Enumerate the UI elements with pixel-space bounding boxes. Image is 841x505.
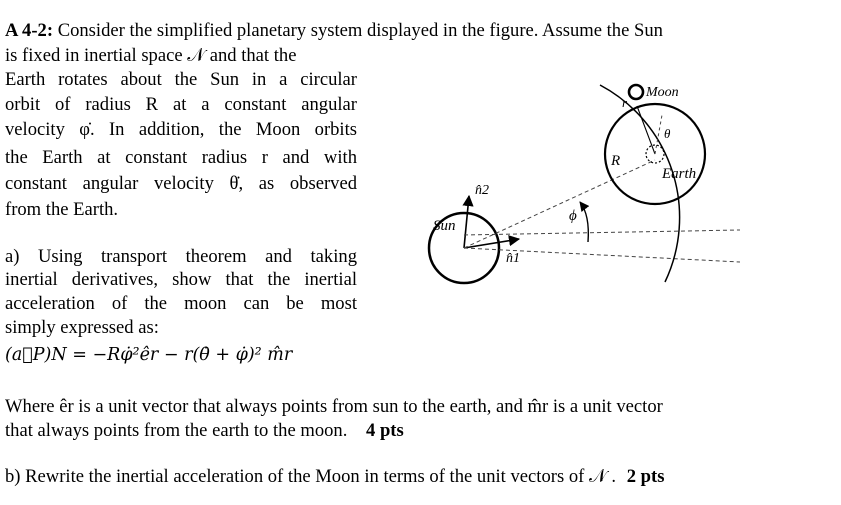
n1-arrow xyxy=(463,235,521,249)
intro-line-3: Earth rotates about the Sun in a circula… xyxy=(5,69,357,90)
theta-label: θ xyxy=(664,126,671,141)
earth-label: Earth xyxy=(661,166,696,182)
phi-arc xyxy=(579,201,590,243)
part-b-points: 2 pts xyxy=(626,466,665,487)
r-label: r xyxy=(622,95,628,110)
intro-line-8: from the Earth. xyxy=(5,199,119,220)
where-line-2-text: that always points from the earth to the… xyxy=(5,420,348,441)
where-line-2: that always points from the earth to the… xyxy=(5,420,404,442)
where-line-1: Where êr is a unit vector that always po… xyxy=(5,396,663,417)
earth-moon-line xyxy=(636,105,656,155)
sun-circle xyxy=(427,211,501,285)
n2-arrow xyxy=(462,194,474,249)
problem-label: A 4-2: xyxy=(5,20,54,41)
intro-line-4: orbit of radius R at a constant angular xyxy=(5,94,357,115)
n2-label: n̂2 xyxy=(475,183,489,198)
earth-circle xyxy=(645,144,665,164)
moon-orbit-circle xyxy=(603,102,707,206)
sun-label: Sun xyxy=(433,218,456,234)
sun-earth-dashed-line xyxy=(463,159,656,249)
phi-label: ϕ xyxy=(569,208,577,224)
part-b-line: b) Rewrite the inertial acceleration of … xyxy=(5,466,664,488)
part-a-line-2: inertial derivatives, show that the iner… xyxy=(5,269,357,290)
planetary-system-figure: Sun n̂1 n̂2 ϕ Earth R r θ Moon xyxy=(427,83,741,285)
reference-dashed-line xyxy=(463,229,741,236)
intro-line-7: constant angular velocity θ̇, as observe… xyxy=(5,173,357,194)
intro-line-2: is fixed in inertial space 𝒩 and that th… xyxy=(5,45,297,66)
problem-title-line: A 4-2: Consider the simplified planetary… xyxy=(5,20,663,42)
moon-circle xyxy=(627,83,645,101)
intro-line-5: velocity φ̇. In addition, the Moon orbit… xyxy=(5,119,357,140)
n1-label: n̂1 xyxy=(506,251,520,266)
R-label: R xyxy=(610,153,620,169)
acceleration-equation: (a⃗P)N = −Rφ̇²êr − r(θ̇ + φ̇)² m̂r xyxy=(5,345,293,365)
part-a-line-3: acceleration of the moon can be most xyxy=(5,293,357,314)
part-a-points: 4 pts xyxy=(366,420,404,441)
moon-label: Moon xyxy=(645,85,679,100)
earth-orbit-arc xyxy=(599,84,681,283)
part-b-text: b) Rewrite the inertial acceleration of … xyxy=(5,466,617,487)
intro-line-1: Consider the simplified planetary system… xyxy=(57,20,663,41)
intro-line-6: the Earth at constant radius r and with xyxy=(5,147,357,168)
part-a-line-4: simply expressed as: xyxy=(5,317,159,338)
earth-vertical-dashed xyxy=(654,114,663,155)
part-a-line-1: a) Using transport theorem and taking xyxy=(5,246,357,267)
